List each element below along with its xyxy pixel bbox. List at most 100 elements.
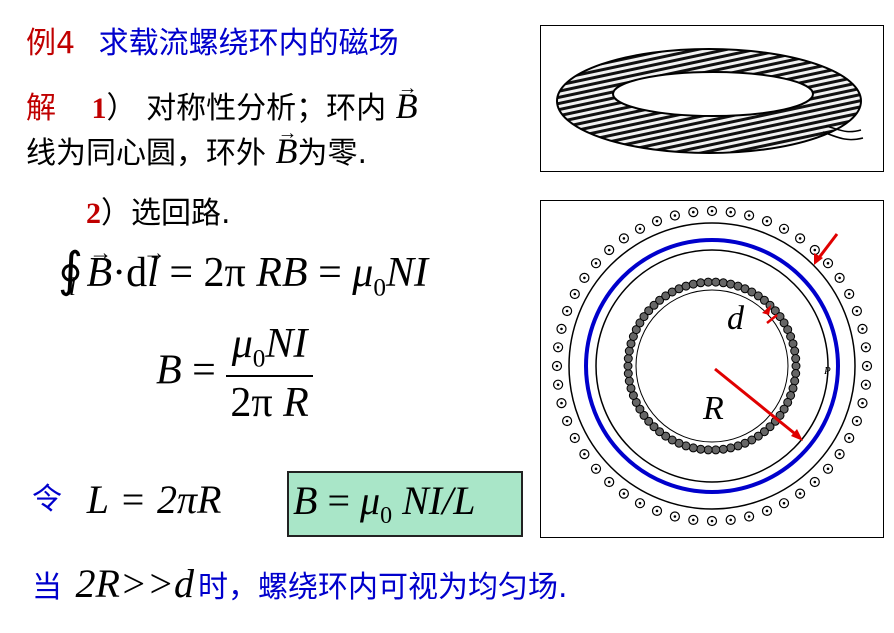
ampere-loop-equation: ∮l B·dl = 2π RB = μ0NI: [58, 242, 428, 302]
winding-dot-center: [710, 519, 714, 523]
winding-dot-center: [813, 248, 817, 252]
inner-bead: [779, 318, 789, 328]
boxed-mu-sub: 0: [380, 503, 393, 529]
d-label: d: [727, 300, 745, 337]
d-arrowhead: [762, 305, 771, 315]
winding-dot-center: [594, 467, 598, 471]
winding-dot-center: [847, 436, 851, 440]
line2-text-b: 为零.: [297, 136, 368, 171]
conclusion-suffix: 时，螺绕环内可视为均匀场.: [197, 570, 568, 605]
winding-dot-center: [838, 452, 841, 456]
radius-arrowhead: [791, 429, 803, 441]
inner-bead: [631, 325, 641, 335]
inner-bead: [791, 354, 801, 363]
winding-dot-center: [573, 292, 577, 296]
winding-dot-center: [622, 237, 626, 240]
conclusion-prefix: 当: [32, 570, 62, 605]
inner-bead: [639, 410, 649, 420]
step2-line: 2）选回路.: [86, 188, 231, 232]
vector-B-symbol-2: B: [276, 130, 298, 172]
inner-bead: [718, 444, 728, 454]
inner-bead: [753, 431, 763, 441]
winding-dot-center: [729, 518, 732, 522]
toroid-illustration: [556, 48, 864, 154]
step1-paren: ）: [106, 91, 137, 126]
winding-dot-center: [798, 237, 802, 240]
winding-dot-center: [692, 210, 695, 214]
solution-line-2: 线为同心圆，环外 B为零.: [26, 128, 367, 172]
inner-bead: [624, 376, 634, 386]
line2-text-a: 线为同心圆，环外: [26, 136, 266, 171]
inner-bead: [667, 435, 677, 445]
inner-bead: [623, 369, 633, 378]
example-title: 求载流螺绕环内的磁场: [98, 26, 399, 61]
eq1-equals-2: =: [318, 250, 342, 296]
eq1-NI: NI: [385, 250, 428, 296]
inner-bead: [644, 306, 654, 316]
eq2-den-2pi: 2π: [230, 380, 273, 427]
inner-bead: [790, 346, 800, 356]
winding-dot-center: [864, 346, 868, 349]
inner-bead: [655, 295, 665, 305]
winding-dot-center: [855, 419, 859, 423]
cross-section-panel: P d R: [540, 200, 884, 538]
d-arrow: [766, 314, 778, 324]
boxed-mu: μ: [360, 478, 381, 523]
inner-bead: [726, 279, 736, 289]
inner-bead: [623, 354, 633, 363]
inner-bead: [747, 287, 757, 297]
eq1-dot: ·: [112, 250, 127, 296]
winding-dot-center: [594, 261, 598, 265]
definition-line: 令 L = 2πR: [32, 474, 221, 523]
winding-dot-center: [710, 209, 714, 213]
inner-bead: [649, 422, 659, 432]
inner-winding-beads: [623, 277, 801, 455]
winding-dot-center: [826, 467, 830, 471]
toroid-hole: [612, 71, 814, 117]
eq1-equals: =: [169, 250, 194, 296]
inner-bead: [644, 416, 654, 426]
winding-dot-center: [847, 292, 851, 296]
winding-dot-center: [560, 401, 563, 405]
amperian-loop: [584, 238, 840, 494]
example-label: 例4: [26, 26, 76, 61]
winding-dot-center: [782, 501, 786, 505]
eq1-mu-sub: 0: [373, 274, 386, 302]
gap-arrowhead-top: [814, 253, 823, 265]
inner-bead: [790, 376, 800, 386]
field-fraction-equation: B = μ0NI 2π R: [156, 320, 313, 427]
inner-bead: [649, 300, 659, 310]
vector-B-symbol: B: [396, 85, 418, 127]
inner-bead: [753, 291, 763, 301]
winding-dot-center: [692, 518, 695, 522]
inner-bead: [733, 441, 743, 451]
inner-bead: [624, 346, 634, 356]
eq2-B: B: [156, 347, 182, 394]
ling-label: 令: [32, 482, 62, 517]
winding-dot-center: [573, 436, 577, 440]
R-label: R: [702, 390, 724, 427]
winding-dot-center: [638, 501, 642, 505]
inner-bead: [788, 339, 798, 349]
boxed-B: B: [293, 478, 318, 523]
def-equals: =: [121, 477, 145, 522]
inner-bead: [661, 291, 671, 301]
eq1-l: l: [147, 249, 159, 297]
eq2-num-NI: NI: [265, 321, 308, 367]
inner-bead: [703, 277, 713, 287]
eq2-num-mu: μ: [231, 321, 253, 367]
solution-label: 解: [26, 91, 56, 126]
lead-wire-2: [822, 131, 864, 141]
solution-line-1: 解 1） 对称性分析；环内 B: [26, 83, 418, 127]
inner-bead: [681, 281, 691, 291]
eq2-num-sub: 0: [252, 345, 266, 373]
winding-dot-center: [638, 227, 642, 231]
boxed-equals: =: [327, 478, 350, 523]
example-title-line: 例4 求载流螺绕环内的磁场: [26, 18, 399, 62]
eq1-RB: RB: [256, 250, 308, 296]
inner-bead: [703, 445, 713, 455]
lead-wire-1: [825, 125, 862, 133]
winding-dot-center: [798, 492, 802, 495]
radius-line: [714, 367, 800, 439]
eq2-fraction: μ0NI 2π R: [226, 320, 313, 427]
